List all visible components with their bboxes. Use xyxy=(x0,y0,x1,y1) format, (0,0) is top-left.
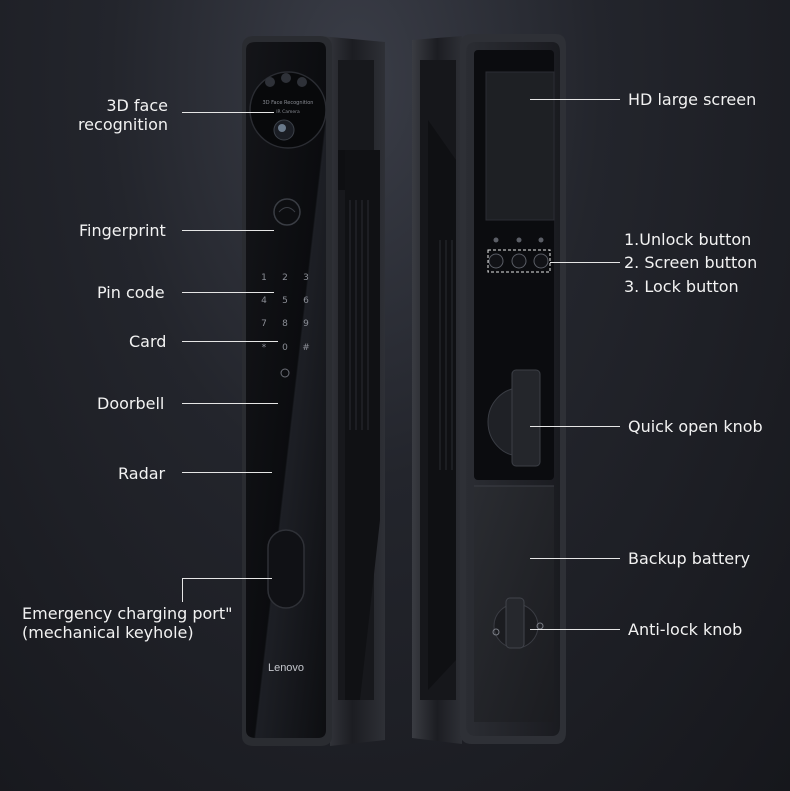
label-face-recognition: 3D face recognition xyxy=(70,96,168,134)
keypad-key: 7 xyxy=(261,319,267,329)
label-charging-text: Emergency charging port" (mechanical key… xyxy=(22,604,233,642)
label-doorbell: Doorbell xyxy=(97,394,165,413)
keypad-key: 5 xyxy=(282,296,288,306)
leader-quick-knob xyxy=(530,426,620,427)
label-pin-code: Pin code xyxy=(97,283,165,302)
label-quick-knob: Quick open knob xyxy=(628,417,763,436)
front-lock-body: 3D Face Recognition IR Camera 1 2 3 4 5 6 7 8 9 *… xyxy=(242,36,385,746)
leader-face xyxy=(182,112,274,113)
keypad-key: 0 xyxy=(282,343,288,353)
leader-battery xyxy=(530,558,620,559)
leader-antilock xyxy=(530,629,620,630)
label-lock-button: 3. Lock button xyxy=(624,277,739,296)
label-face-text: 3D face recognition xyxy=(77,96,168,134)
keypad-key: 2 xyxy=(282,273,288,283)
leader-fingerprint xyxy=(182,230,274,231)
label-screen-button: 2. Screen button xyxy=(624,253,758,272)
keypad-key: 8 xyxy=(282,319,288,329)
leader-charging-vertical xyxy=(182,578,183,602)
camera-text-1: 3D Face Recognition xyxy=(263,100,314,106)
label-charging-port: Emergency charging port" (mechanical key… xyxy=(22,604,233,642)
label-antilock-knob: Anti-lock knob xyxy=(628,620,743,639)
leader-card xyxy=(182,341,278,342)
keypad-key: 6 xyxy=(303,296,309,306)
label-radar: Radar xyxy=(118,464,166,483)
label-backup-battery: Backup battery xyxy=(628,549,751,568)
keypad-key: 3 xyxy=(303,273,309,283)
leader-doorbell xyxy=(182,403,278,404)
leader-radar xyxy=(182,472,272,473)
keypad-key: 1 xyxy=(261,273,267,283)
keypad-key: * xyxy=(262,343,267,353)
brand-logo: Lenovo xyxy=(268,662,304,674)
leader-charging xyxy=(182,578,272,579)
label-unlock-button: 1.Unlock button xyxy=(624,230,752,249)
leader-pin-code xyxy=(182,292,274,293)
keypad-key: 4 xyxy=(261,296,267,306)
keypad: 1 2 3 4 5 6 7 8 9 * 0 # xyxy=(261,273,310,353)
label-card: Card xyxy=(129,332,167,351)
label-fingerprint: Fingerprint xyxy=(79,221,166,240)
back-lock-body xyxy=(412,34,566,744)
keypad-key: 9 xyxy=(303,319,309,329)
camera-text-2: IR Camera xyxy=(276,109,300,115)
leader-hd-screen xyxy=(530,99,620,100)
leader-buttons xyxy=(550,262,620,263)
keypad-key: # xyxy=(302,343,310,353)
label-hd-screen: HD large screen xyxy=(628,90,757,109)
